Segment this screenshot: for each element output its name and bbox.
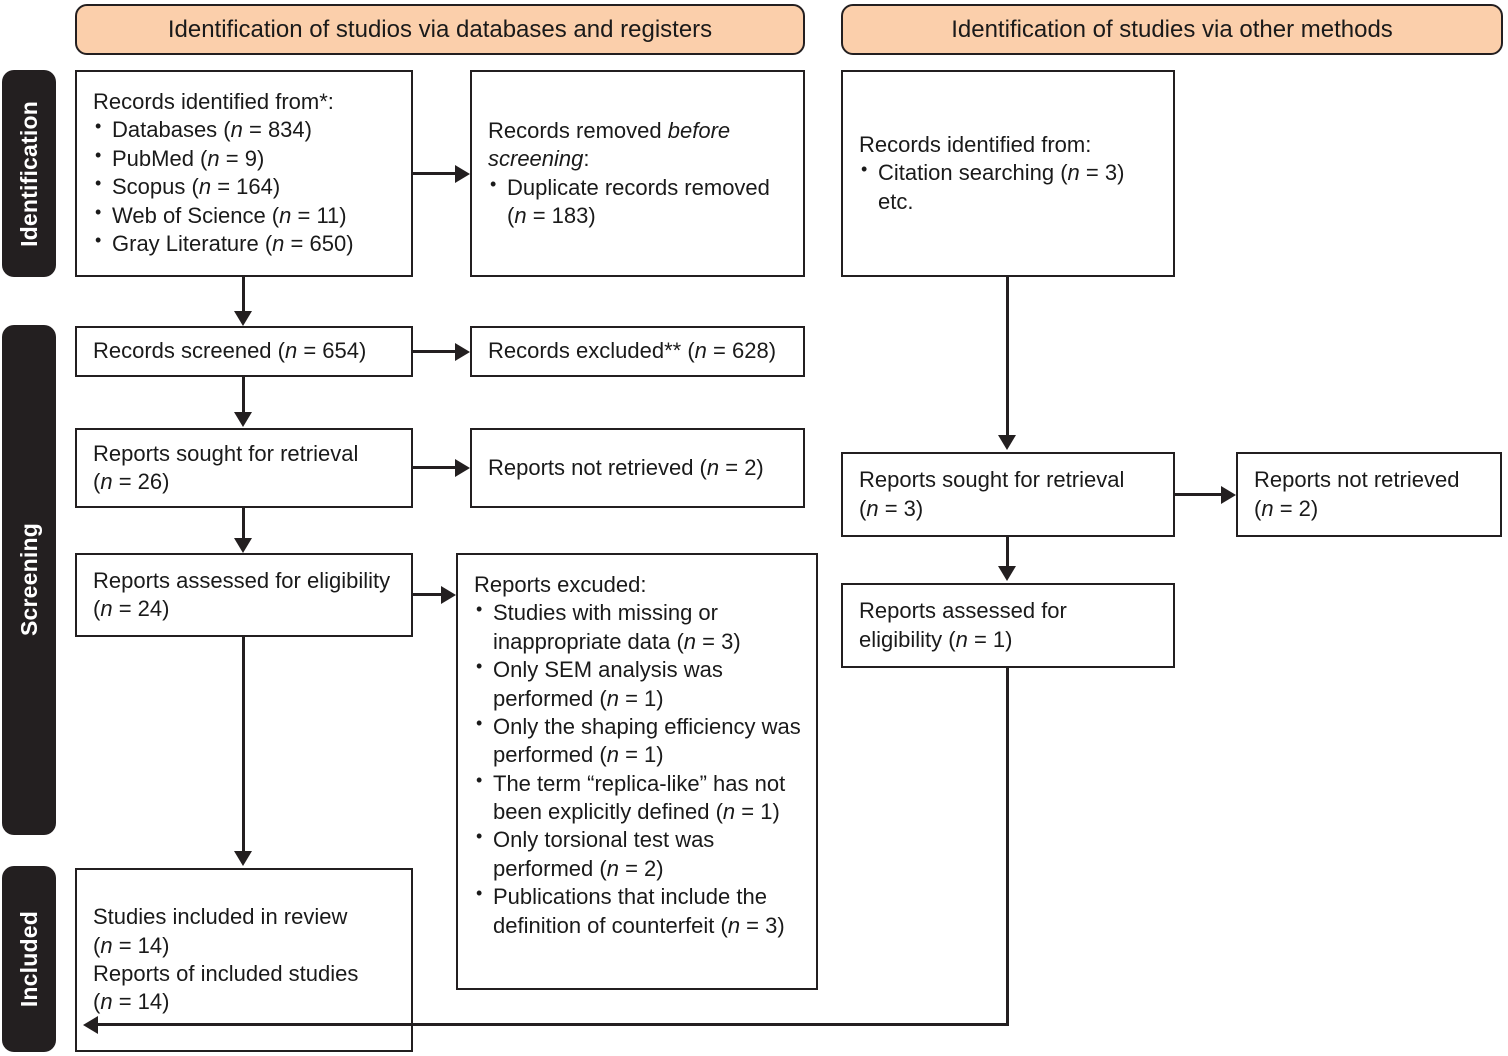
connector-other-sought-to-assessed bbox=[1006, 537, 1009, 566]
records-identified-other-list: Citation searching (n = 3) etc. bbox=[859, 158, 1161, 216]
box-records-excluded: Records excluded** (n = 628) bbox=[470, 326, 805, 377]
connector-other-identified-to-sought bbox=[1006, 277, 1009, 435]
box-reports-sought-retrieval-other: Reports sought for retrieval (n = 3) bbox=[841, 452, 1175, 537]
list-item: Only torsional test was performed (n = 2… bbox=[474, 825, 804, 883]
column-header-databases-label: Identification of studios via databases … bbox=[167, 15, 713, 43]
reports-not-retrieved-other-line1: Reports not retrieved bbox=[1254, 467, 1460, 493]
phase-label-screening: Screening bbox=[15, 523, 42, 637]
arrowhead-other-sought-to-assessed bbox=[998, 566, 1016, 581]
list-item: Gray Literature (n = 650) bbox=[93, 229, 399, 258]
box-reports-not-retrieved: Reports not retrieved (n = 2) bbox=[470, 428, 805, 508]
box-studies-included: Studies included in review (n = 14) Repo… bbox=[75, 868, 413, 1052]
list-item: Only the shaping efficiency was performe… bbox=[474, 712, 804, 770]
records-removed-title-line2: screening: bbox=[488, 146, 590, 172]
box-reports-not-retrieved-other: Reports not retrieved (n = 2) bbox=[1236, 452, 1502, 537]
records-removed-italic-screening: screening bbox=[488, 146, 584, 172]
records-identified-other-title: Records identified from: bbox=[859, 131, 1092, 157]
arrowhead-other-assessed-to-included bbox=[83, 1016, 98, 1034]
connector-identified-to-removed bbox=[413, 172, 455, 175]
studies-included-line4: (n = 14) bbox=[93, 989, 170, 1015]
box-reports-excluded: Reports excuded: Studies with missing or… bbox=[456, 553, 818, 990]
list-item: Web of Science (n = 11) bbox=[93, 200, 399, 230]
list-item: Databases (n = 834) bbox=[93, 115, 399, 144]
list-item: Citation searching (n = 3) etc. bbox=[859, 158, 1161, 216]
reports-not-retrieved-other-line2: (n = 2) bbox=[1254, 495, 1319, 521]
reports-sought-other-line2: (n = 3) bbox=[859, 495, 924, 521]
records-excluded-label: Records excluded** (n = 628) bbox=[488, 338, 777, 364]
connector-other-sought-to-not-retrieved bbox=[1175, 493, 1221, 496]
arrowhead-identified-to-removed bbox=[455, 165, 470, 183]
reports-sought-line2: (n = 26) bbox=[93, 469, 170, 494]
reports-sought-other-line1: Reports sought for retrieval bbox=[859, 467, 1125, 493]
box-records-screened: Records screened (n = 654) bbox=[75, 326, 413, 377]
box-reports-sought-retrieval: Reports sought for retrieval (n = 26) bbox=[75, 428, 413, 508]
column-header-other-methods: Identification of studies via other meth… bbox=[841, 4, 1503, 55]
connector-identified-to-screened bbox=[242, 277, 245, 311]
arrowhead-sought-to-not-retrieved bbox=[455, 459, 470, 477]
records-screened-label: Records screened (n = 654) bbox=[93, 338, 367, 364]
box-records-removed-before-screening: Records removed before screening: Duplic… bbox=[470, 70, 805, 277]
records-identified-list: Databases (n = 834) PubMed (n = 9) Scopu… bbox=[93, 115, 399, 258]
reports-excluded-list: Studies with missing or inappropriate da… bbox=[474, 598, 804, 940]
records-removed-list: Duplicate records removed (n = 183) bbox=[488, 173, 791, 231]
connector-other-assessed-down bbox=[1006, 668, 1009, 1025]
connector-other-assessed-to-included bbox=[98, 1023, 1009, 1026]
arrowhead-sought-to-assessed bbox=[234, 538, 252, 553]
arrowhead-other-sought-to-not-retrieved bbox=[1221, 486, 1236, 504]
list-item: PubMed (n = 9) bbox=[93, 144, 399, 173]
phase-bar-identification: Identification bbox=[2, 70, 56, 277]
list-item: Publications that include the definition… bbox=[474, 882, 804, 940]
list-item: Only SEM analysis was performed (n = 1) bbox=[474, 655, 804, 713]
connector-assessed-to-included bbox=[242, 637, 245, 851]
studies-included-line3: Reports of included studies bbox=[93, 961, 359, 986]
arrowhead-other-identified-to-sought bbox=[998, 435, 1016, 450]
connector-screened-to-excluded bbox=[413, 350, 455, 353]
box-records-identified-other: Records identified from: Citation search… bbox=[841, 70, 1175, 277]
arrowhead-assessed-to-included bbox=[234, 851, 252, 866]
arrowhead-assessed-to-excluded bbox=[441, 586, 456, 604]
phase-label-included: Included bbox=[15, 910, 42, 1008]
phase-label-identification: Identification bbox=[15, 100, 42, 247]
phase-bar-screening: Screening bbox=[2, 325, 56, 835]
reports-sought-line1: Reports sought for retrieval bbox=[93, 440, 359, 466]
connector-assessed-to-excluded bbox=[413, 593, 441, 596]
reports-assessed-line2: (n = 24) bbox=[93, 596, 170, 621]
reports-assessed-line1: Reports assessed for eligibility bbox=[93, 567, 391, 593]
connector-sought-to-not-retrieved bbox=[413, 466, 455, 469]
reports-assessed-other-line1: Reports assessed for bbox=[859, 598, 1067, 624]
arrowhead-screened-to-excluded bbox=[455, 343, 470, 361]
connector-sought-to-assessed bbox=[242, 508, 245, 538]
list-item: Studies with missing or inappropriate da… bbox=[474, 598, 804, 656]
records-removed-italic-before: before bbox=[667, 117, 731, 143]
box-reports-assessed-eligibility-other: Reports assessed for eligibility (n = 1) bbox=[841, 583, 1175, 668]
box-reports-assessed-eligibility: Reports assessed for eligibility (n = 24… bbox=[75, 553, 413, 637]
arrowhead-identified-to-screened bbox=[234, 311, 252, 326]
reports-excluded-title: Reports excuded: bbox=[474, 572, 647, 597]
studies-included-line1: Studies included in review bbox=[93, 904, 348, 930]
list-item: Duplicate records removed (n = 183) bbox=[488, 173, 791, 231]
connector-screened-to-sought bbox=[242, 377, 245, 412]
records-identified-title: Records identified from*: bbox=[93, 89, 334, 114]
studies-included-line2: (n = 14) bbox=[93, 932, 170, 958]
box-records-identified-databases: Records identified from*: Databases (n =… bbox=[75, 70, 413, 277]
list-item: Scopus (n = 164) bbox=[93, 172, 399, 201]
column-header-databases: Identification of studios via databases … bbox=[75, 4, 805, 55]
list-item: The term “replica-like” has not been exp… bbox=[474, 769, 804, 827]
phase-bar-included: Included bbox=[2, 866, 56, 1052]
reports-not-retrieved-label: Reports not retrieved (n = 2) bbox=[488, 454, 764, 480]
reports-assessed-other-line2: eligibility (n = 1) bbox=[859, 626, 1013, 652]
arrowhead-screened-to-sought bbox=[234, 412, 252, 427]
column-header-other-methods-label: Identification of studies via other meth… bbox=[951, 15, 1393, 43]
records-removed-title: Records removed before bbox=[488, 117, 731, 143]
